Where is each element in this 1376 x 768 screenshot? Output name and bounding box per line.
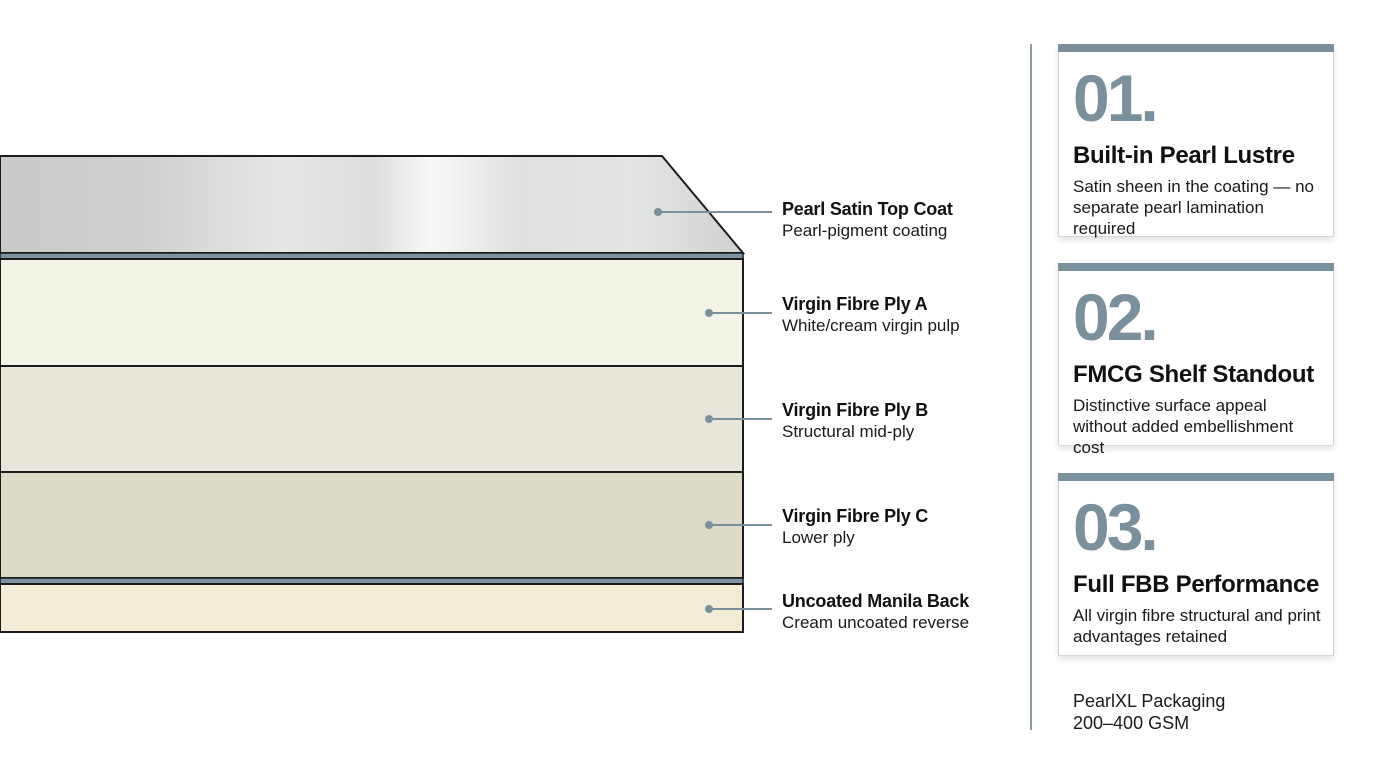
callout-title: Virgin Fibre Ply A — [782, 294, 928, 314]
card-title: FMCG Shelf Standout — [1073, 361, 1314, 388]
layer-ply-a — [0, 258, 744, 367]
benefit-card-2: 02. FMCG Shelf Standout Distinctive surf… — [1058, 263, 1334, 457]
callout-title: Pearl Satin Top Coat — [782, 199, 953, 219]
card-description: Satin sheen in the coating — no separate… — [1073, 177, 1314, 238]
board-cross-section — [0, 155, 772, 633]
callout-manila-back: Uncoated Manila Back Cream uncoated reve… — [782, 590, 969, 634]
product-footer: PearlXL Packaging 200–400 GSM — [1073, 690, 1225, 734]
layer-ply-c — [0, 471, 744, 579]
callout-ply-b: Virgin Fibre Ply B Structural mid-ply — [782, 399, 928, 443]
card-title: Full FBB Performance — [1073, 571, 1320, 598]
callout-title: Virgin Fibre Ply B — [782, 400, 929, 420]
callout-top-coat: Pearl Satin Top Coat Pearl-pigment coati… — [782, 198, 953, 242]
layer-top-coat — [0, 155, 746, 254]
card-description: Distinctive surface appeal without added… — [1073, 396, 1294, 457]
card-description: All virgin fibre structural and print ad… — [1073, 606, 1321, 646]
benefit-card-1: 01. Built-in Pearl Lustre Satin sheen in… — [1058, 44, 1334, 238]
callout-subtitle: Lower ply — [782, 528, 855, 547]
leader-top-coat — [654, 208, 772, 216]
leader-manila-back — [705, 605, 772, 613]
leader-ply-c — [705, 521, 772, 529]
layer-ply-b — [0, 365, 744, 473]
vertical-divider — [1030, 44, 1032, 730]
benefit-card-3: 03. Full FBB Performance All virgin fibr… — [1058, 473, 1334, 656]
callout-ply-a: Virgin Fibre Ply A White/cream virgin pu… — [782, 293, 960, 337]
gsm-range: 200–400 GSM — [1073, 713, 1190, 733]
card-number: 02. — [1073, 280, 1159, 354]
layer-manila-back — [0, 583, 744, 633]
card-accent-bar — [1058, 44, 1334, 52]
leader-ply-b — [705, 415, 772, 423]
card-accent-bar — [1058, 263, 1334, 271]
callout-ply-c: Virgin Fibre Ply C Lower ply — [782, 505, 928, 549]
card-number: 01. — [1073, 61, 1159, 135]
leader-ply-a — [705, 309, 772, 317]
callout-subtitle: White/cream virgin pulp — [782, 316, 960, 335]
callout-subtitle: Cream uncoated reverse — [782, 613, 970, 632]
card-accent-bar — [1058, 473, 1334, 481]
product-name: PearlXL Packaging — [1073, 691, 1226, 711]
callout-subtitle: Pearl-pigment coating — [782, 221, 948, 240]
card-number: 03. — [1073, 490, 1159, 564]
callout-title: Uncoated Manila Back — [782, 591, 970, 611]
card-title: Built-in Pearl Lustre — [1073, 142, 1295, 169]
callout-subtitle: Structural mid-ply — [782, 422, 915, 441]
callout-title: Virgin Fibre Ply C — [782, 506, 929, 526]
